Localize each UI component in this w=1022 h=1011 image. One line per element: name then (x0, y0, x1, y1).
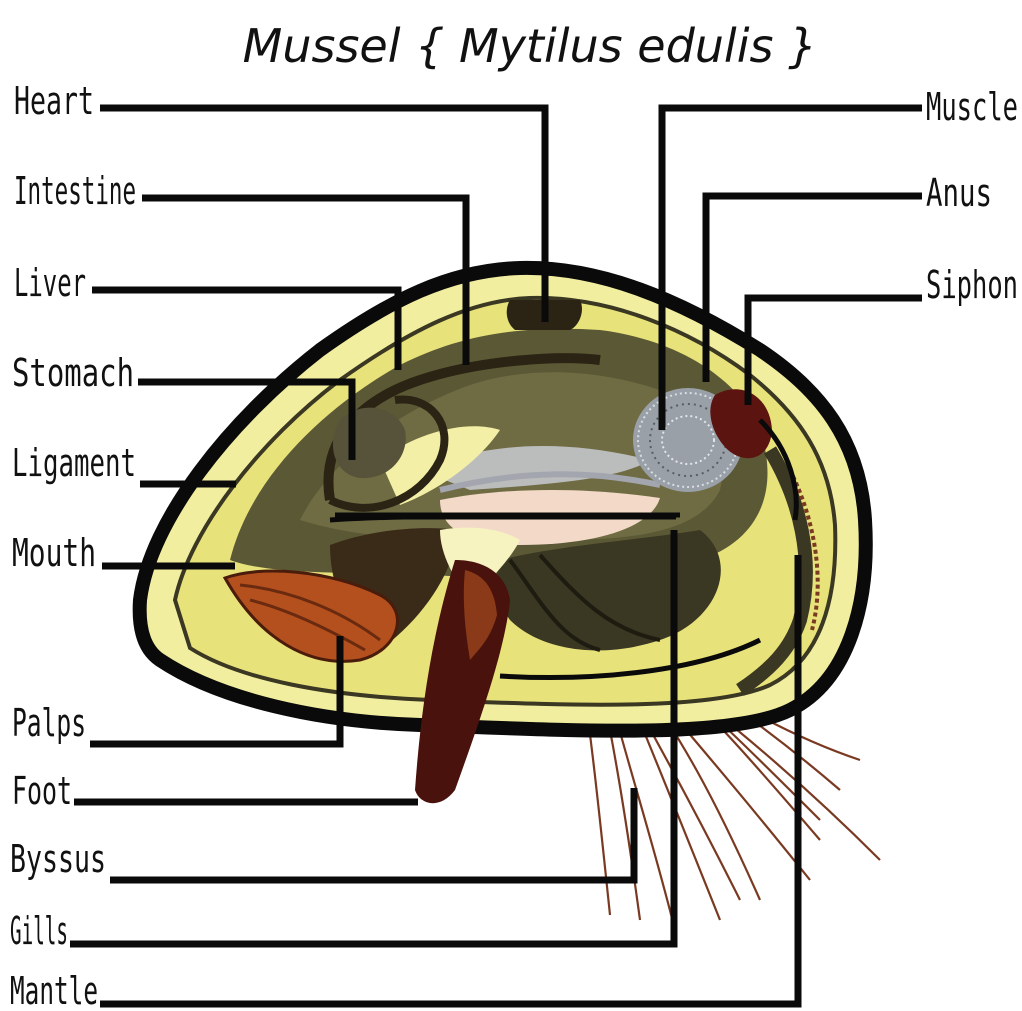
mussel-shell (140, 268, 866, 803)
label-mantle: Mantle (10, 969, 98, 1011)
label-byssus: Byssus (10, 837, 106, 881)
label-ligament: Ligament (12, 441, 136, 485)
label-heart: Heart (14, 79, 94, 123)
label-muscle: Muscle (926, 85, 1018, 129)
label-liver: Liver (14, 261, 86, 305)
labels-right: Muscle Anus Siphon (926, 85, 1018, 307)
label-foot: Foot (12, 769, 72, 813)
label-siphon: Siphon (926, 263, 1018, 307)
label-palps: Palps (12, 701, 86, 745)
label-anus: Anus (926, 171, 992, 215)
labels-left: Heart Intestine Liver Stomach Ligament M… (10, 79, 136, 1011)
label-intestine: Intestine (14, 169, 136, 213)
label-mouth: Mouth (12, 531, 96, 575)
label-stomach: Stomach (12, 351, 134, 395)
label-gills: Gills (10, 909, 68, 953)
diagram-title: Mussel { Mytilus edulis } (243, 19, 818, 73)
